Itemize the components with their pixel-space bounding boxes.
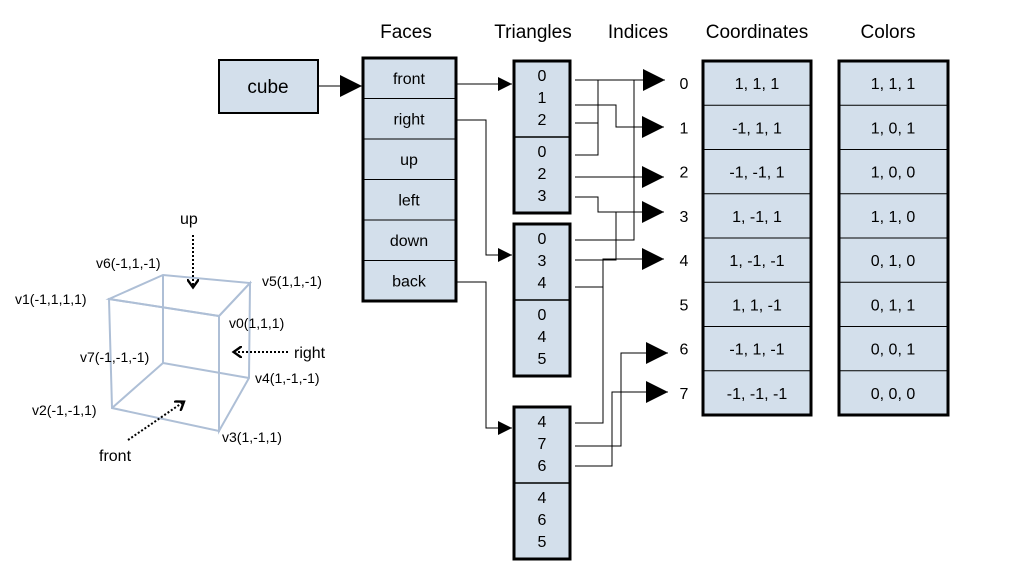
- wire-to-index-6: [575, 342, 668, 447]
- back-to-triangles-arrow: [456, 281, 512, 435]
- triangles-header: Triangles: [494, 22, 571, 43]
- triangle-index: 4: [538, 275, 547, 292]
- cube-label: cube: [247, 77, 288, 98]
- vertex-label-v6: v6(-1,1,-1): [96, 255, 161, 271]
- triangle-index: 2: [538, 166, 547, 183]
- color-cell: 0, 0, 1: [871, 342, 916, 359]
- triangle-index: 0: [538, 144, 547, 161]
- index-label: 7: [680, 386, 689, 403]
- face-item-back: back: [392, 274, 427, 291]
- triangle-index: 2: [538, 112, 547, 129]
- coordinates-column: 1, 1, 1 -1, 1, 1 -1, -1, 1 1, -1, 1 1, -1, -…: [701, 59, 813, 417]
- right-to-triangles-arrow: [456, 119, 512, 262]
- vertex-label-v3: v3(1,-1,1): [222, 429, 282, 445]
- coordinate-cell: -1, 1, -1: [729, 342, 784, 359]
- triangles-column: 0 1 2 0 2 3 0 3 4 0 4 5 4 7 6 4 6 5: [512, 59, 572, 561]
- face-item-right: right: [393, 112, 425, 129]
- triangle-index: 6: [538, 512, 547, 529]
- front-direction-arrow: [127, 403, 182, 441]
- index-label: 2: [680, 165, 689, 182]
- triangle-index: 7: [538, 436, 547, 453]
- vertex-label-v1: v1(-1,1,1,1): [15, 291, 87, 307]
- faces-column: front right up left down back: [361, 56, 458, 303]
- face-item-front: front: [393, 71, 426, 88]
- coordinates-header: Coordinates: [706, 22, 808, 43]
- coordinate-cell: -1, -1, 1: [729, 165, 784, 182]
- up-label: up: [180, 211, 198, 228]
- index-label: 6: [680, 342, 689, 359]
- face-item-up: up: [400, 152, 418, 169]
- index-label: 3: [680, 209, 689, 226]
- coordinate-cell: 1, -1, 1: [732, 209, 782, 226]
- triangle-index: 5: [538, 351, 547, 368]
- wire-to-index-1: [575, 104, 664, 138]
- triangle-index: 1: [538, 90, 547, 107]
- wire-to-index-7: [575, 381, 668, 467]
- triangle-index: 3: [538, 253, 547, 270]
- front-label: front: [99, 448, 132, 465]
- index-label: 0: [680, 76, 689, 93]
- connector-wires: [456, 69, 668, 467]
- wire-to-index-3: [575, 196, 664, 223]
- color-cell: 1, 1, 0: [871, 209, 916, 226]
- triangle-index: 4: [538, 490, 547, 507]
- color-cell: 0, 1, 0: [871, 253, 916, 270]
- index-label: 5: [680, 297, 689, 314]
- vertex-label-v7: v7(-1,-1,-1): [80, 349, 149, 365]
- vertex-label-v5: v5(1,1,-1): [262, 273, 322, 289]
- coordinate-cell: 1, 1, 1: [735, 76, 780, 93]
- cube-illustration: up right front v6(-1,1,-1) v5(1,1,-1) v1…: [15, 211, 326, 465]
- cube-right-face: [218, 280, 252, 435]
- triangle-index: 0: [538, 68, 547, 85]
- color-cell: 1, 0, 1: [871, 120, 916, 137]
- face-item-down: down: [390, 233, 428, 250]
- coordinate-cell: -1, -1, -1: [727, 386, 788, 403]
- triangle-index: 0: [538, 231, 547, 248]
- colors-column: 1, 1, 1 1, 0, 1 1, 0, 0 1, 1, 0 0, 1, 0 0, 1,…: [837, 59, 950, 417]
- indices-header: Indices: [608, 22, 668, 43]
- triangle-index: 3: [538, 188, 547, 205]
- triangle-index: 4: [538, 414, 547, 431]
- cube-node: cube: [218, 59, 319, 114]
- triangle-index: 0: [538, 307, 547, 324]
- vertex-label-v4: v4(1,-1,-1): [255, 370, 320, 386]
- wire-to-index-4: [575, 248, 664, 288]
- coordinate-cell: 1, 1, -1: [732, 297, 782, 314]
- triangle-index: 6: [538, 458, 547, 475]
- triangle-index: 4: [538, 329, 547, 346]
- coordinate-cell: 1, -1, -1: [729, 253, 784, 270]
- color-cell: 1, 0, 0: [871, 165, 916, 182]
- triangle-index: 5: [538, 534, 547, 551]
- color-cell: 1, 1, 1: [871, 76, 916, 93]
- indices-column: 0 1 2 3 4 5 6 7: [680, 76, 689, 403]
- faces-header: Faces: [380, 22, 432, 43]
- index-label: 4: [680, 253, 689, 270]
- vertex-label-v0: v0(1,1,1): [229, 315, 284, 331]
- wire-front-0: [575, 80, 599, 124]
- coordinate-cell: -1, 1, 1: [732, 120, 782, 137]
- colors-header: Colors: [861, 22, 916, 43]
- face-item-left: left: [398, 193, 420, 210]
- right-label: right: [294, 345, 326, 362]
- color-cell: 0, 1, 1: [871, 297, 916, 314]
- index-label: 1: [680, 120, 689, 137]
- color-cell: 0, 0, 0: [871, 386, 916, 403]
- vertex-label-v2: v2(-1,-1,1): [32, 402, 97, 418]
